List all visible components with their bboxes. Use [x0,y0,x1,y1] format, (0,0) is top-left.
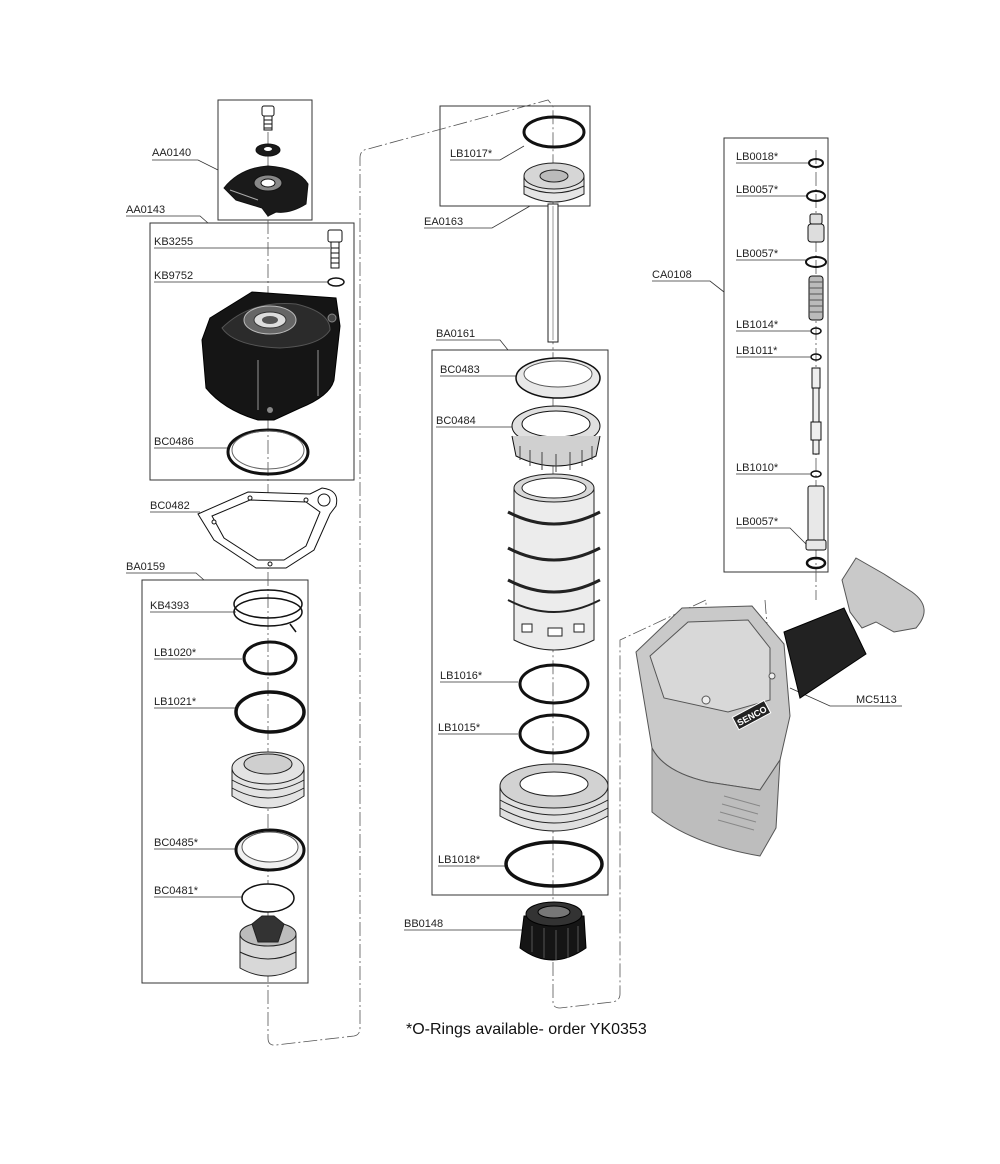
handle-end [841,557,925,633]
oring-lb1010 [810,470,822,478]
oring-lb1021 [234,690,306,734]
ring-bc0485-inner [241,831,299,863]
screw-aa0140 [261,105,275,131]
leader-ba0159 [126,572,205,581]
oring-lb0057-top [806,190,826,202]
oring-lb0057-bottom [805,556,827,570]
label-lb1016: LB1016* [440,670,483,682]
label-lb1021: LB1021* [154,696,197,708]
oring-lb1020 [242,640,298,676]
label-lb1020: LB1020* [154,647,197,659]
cylinder-bottom-ring [499,763,609,832]
bolt-kb3255 [327,229,343,269]
leader-ba0161 [436,339,509,351]
ring-bc0486 [226,428,310,476]
label-ea0163: EA0163 [424,216,463,228]
washer-aa0140-hole [264,147,272,151]
valve-sleeve [805,485,827,551]
label-kb4393: KB4393 [150,600,189,612]
box-ea0163 [439,105,591,207]
oring-lb1018 [504,840,604,888]
valve-plug [807,213,825,243]
washer-kb9752 [327,277,345,287]
oring-footnote: *O-Rings available- order YK0353 [406,1021,647,1038]
label-bc0484: BC0484 [436,415,476,427]
leader-lb1017 [450,145,525,161]
driver-ea0163 [523,162,585,343]
housing-mc5113: SENCO [635,557,925,857]
label-ba0159: BA0159 [126,561,165,573]
label-lb1011: LB1011* [736,345,778,357]
box-ba0161 [431,349,609,896]
spring-ring-kb4393 [233,589,303,633]
label-kb9752: KB9752 [154,270,193,282]
label-bc0482: BC0482 [150,500,190,512]
handle-grip [783,607,867,699]
ring-bc0481 [241,883,295,913]
ring-bc0483-inner [523,360,593,388]
axis-left-to-middle [267,99,554,1046]
deflector-aa0140 [223,165,309,217]
valve-parts-ca0108 [805,158,827,570]
label-lb1010: LB1010* [736,462,779,474]
label-mc5113: MC5113 [856,694,897,706]
valve-stem [810,367,822,455]
label-lb1017: LB1017* [450,148,493,160]
box-ca0108 [723,137,829,573]
ring-bc0486-inner [231,430,305,470]
label-bc0481: BC0481* [154,885,199,897]
cylinder-cap [201,291,341,421]
oring-lb1015 [518,713,590,755]
label-aa0140: AA0140 [152,147,191,159]
label-aa0143: AA0143 [126,204,165,216]
piston-base [239,915,297,977]
label-lb1014: LB1014* [736,319,779,331]
label-ba0161: BA0161 [436,328,475,340]
label-lb0057-mid: LB0057* [736,248,779,260]
label-bb0148: BB0148 [404,918,443,930]
box-aa0140 [217,99,313,221]
leader-aa0143 [126,215,209,224]
label-bc0485: BC0485* [154,837,199,849]
leader-ca0108 [652,280,725,293]
label-kb3255: KB3255 [154,236,193,248]
label-lb0018: LB0018* [736,151,779,163]
label-bc0486: BC0486 [154,436,194,448]
leader-ea0163 [424,205,531,229]
housing-body [651,747,781,857]
group-boxes [141,99,829,984]
leader-lb0057c [736,527,809,547]
cylinder-sleeve [507,473,601,651]
box-aa0143 [149,222,355,481]
label-ca0108: CA0108 [652,269,692,281]
housing-vents [717,795,761,831]
oring-lb0057-mid [805,256,827,268]
axis-middle-to-housing [552,599,707,1009]
label-lb1018: LB1018* [438,854,481,866]
box-ba0159 [141,579,309,984]
label-lb1015: LB1015* [438,722,481,734]
piston-body [231,751,305,809]
oring-lb0018 [808,158,824,168]
oring-lb1016 [518,663,590,705]
gasket-bc0482 [197,487,338,569]
label-lb0057-bottom: LB0057* [736,516,779,528]
valve-spring [808,275,824,321]
bumper-bc0484 [511,405,601,472]
label-bc0483: BC0483 [440,364,480,376]
oring-lb1017 [522,115,586,149]
bumper-bb0148 [519,901,587,961]
label-lb0057-top: LB0057* [736,184,779,196]
leader-aa0140 [152,159,219,171]
oring-lb1011 [810,353,822,361]
oring-lb1014 [810,327,822,335]
part-labels: AA0140 AA0143 KB3255 KB9752 BC0486 BC048… [126,147,897,930]
